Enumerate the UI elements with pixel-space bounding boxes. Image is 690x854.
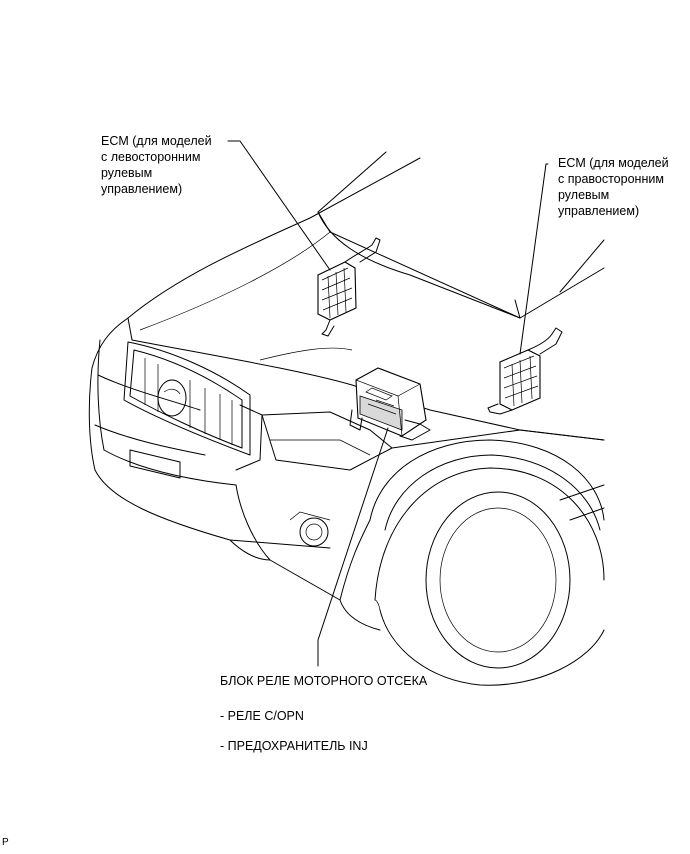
windshield [309,151,605,319]
fender [339,429,605,601]
front-tire [374,467,605,686]
figure-id: P [2,837,9,848]
grille [123,341,251,456]
ecm-left-unit [317,237,381,337]
engine-room-relay-block [349,367,431,441]
relay-block-label: БЛОК РЕЛЕ МОТОРНОГО ОТСЕКА [220,674,428,688]
fuse-inj-label: - ПРЕДОХРАНИТЕЛЬ INJ [220,739,368,753]
fog-light [289,511,331,547]
ecm-right-label: ECM (для моделей с правосторонним рулевы… [558,156,669,218]
relay-copn-label: - РЕЛЕ C/OPN [220,709,304,723]
ecm-right-unit [487,327,563,415]
front-body [88,317,393,631]
leader-lines [227,140,549,667]
ecm-left-label: ECM (для моделей с левосторонним рулевым… [101,134,212,196]
